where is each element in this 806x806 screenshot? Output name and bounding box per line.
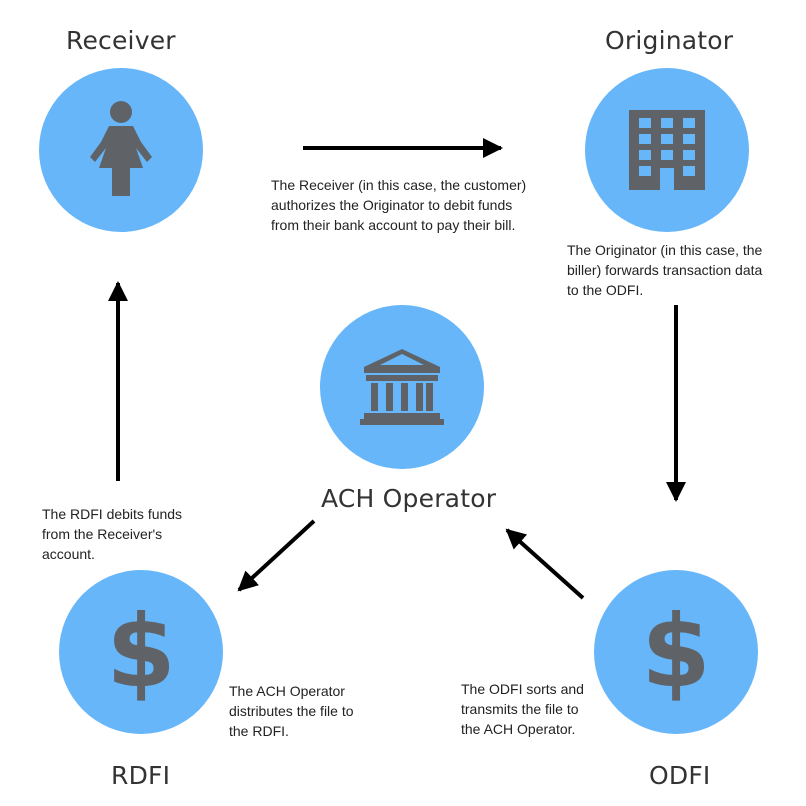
ach-operator-node bbox=[320, 305, 484, 469]
originator-title: Originator bbox=[605, 26, 734, 55]
ach-operator-title: ACH Operator bbox=[321, 484, 497, 513]
dollar-icon: $ bbox=[641, 593, 711, 710]
rdfi-description: The RDFI debits funds from the Receiver'… bbox=[42, 506, 183, 562]
originator-description: The Originator (in this case, the biller… bbox=[567, 242, 763, 298]
odfi-description: The ODFI sorts and transmits the file to… bbox=[461, 681, 584, 737]
receiver-title: Receiver bbox=[66, 26, 176, 55]
ach-operator-description: The ACH Operator distributes the file to… bbox=[229, 683, 354, 739]
dollar-icon: $ bbox=[106, 593, 176, 710]
rdfi-node: $ bbox=[59, 570, 223, 734]
bank-icon bbox=[360, 349, 444, 425]
receiver-description: The Receiver (in this case, the customer… bbox=[271, 177, 527, 233]
arrow-odfi-to-ach-operator bbox=[505, 528, 585, 600]
arrow-ach-operator-to-rdfi bbox=[237, 519, 316, 592]
office-building-icon bbox=[629, 110, 705, 190]
odfi-title: ODFI bbox=[649, 761, 711, 790]
rdfi-title: RDFI bbox=[111, 761, 171, 790]
odfi-node: $ bbox=[594, 570, 758, 734]
receiver-node bbox=[39, 68, 203, 232]
originator-node bbox=[585, 68, 749, 232]
woman-icon bbox=[90, 101, 152, 196]
